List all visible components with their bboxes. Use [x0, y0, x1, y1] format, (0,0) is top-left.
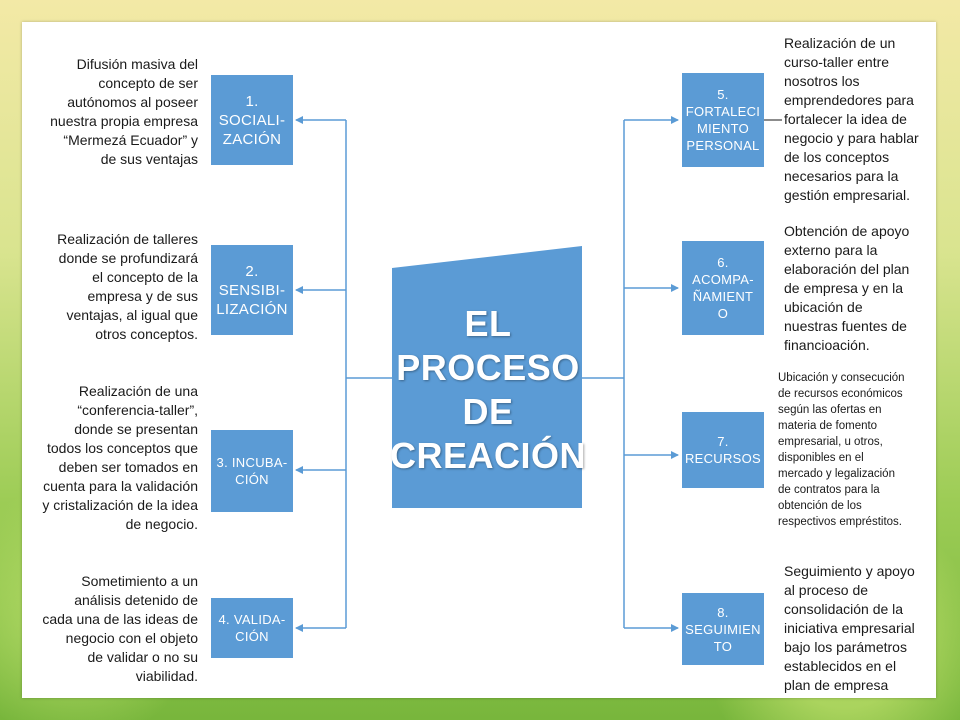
step-1-socializacion: 1. SOCIALI- ZACIÓN	[211, 75, 293, 165]
center-title-wrap: EL PROCESO DE CREACIÓN	[390, 290, 587, 490]
step-8-seguimiento: 8. SEGUIMIEN TO	[682, 593, 764, 665]
step-6-description: Obtención de apoyo externo para la elabo…	[784, 223, 910, 353]
step-7-recursos: 7. RECURSOS	[682, 412, 764, 488]
step-6-acompanamiento: 6. ACOMPA- ÑAMIENT O	[682, 241, 764, 335]
step-4-validacion: 4. VALIDA- CIÓN	[211, 598, 293, 658]
step-1-description: Difusión masiva del concepto de ser autó…	[50, 56, 198, 167]
step-2-description: Realización de talleres donde se profund…	[57, 231, 198, 342]
step-3-description: Realización de una “conferencia-taller”,…	[42, 383, 198, 532]
center-shape	[392, 246, 582, 508]
step-8-description: Seguimiento y apoyo al proceso de consol…	[784, 563, 915, 693]
step-5-fortalecimiento: 5. FORTALECI MIENTO PERSONAL	[682, 73, 764, 167]
step-5-description: Realización de un curso-taller entre nos…	[784, 35, 919, 203]
step-4-description: Sometimiento a un análisis detenido de c…	[42, 573, 198, 684]
step-7-description: Ubicación y consecución de recursos econ…	[778, 372, 905, 528]
center-title: EL PROCESO DE CREACIÓN	[390, 303, 587, 476]
step-2-sensibilizacion: 2. SENSIBI- LIZACIÓN	[211, 245, 293, 335]
step-3-incubacion: 3. INCUBA- CIÓN	[211, 430, 293, 512]
